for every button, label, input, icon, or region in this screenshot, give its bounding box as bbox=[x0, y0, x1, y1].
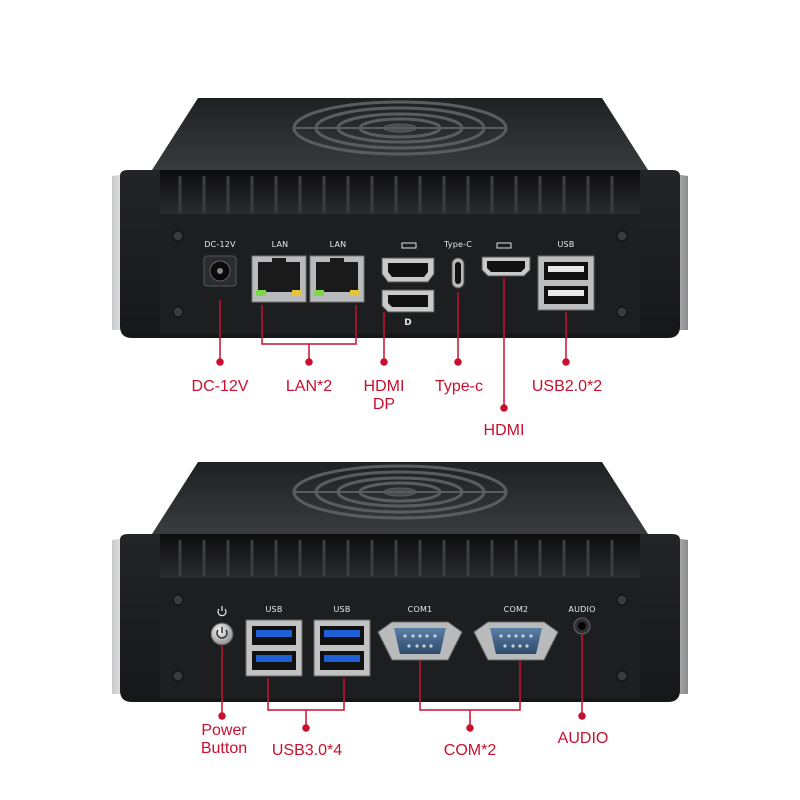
type-c-port bbox=[451, 257, 465, 289]
power-icon bbox=[216, 627, 228, 639]
bottom-callout-lines bbox=[218, 634, 586, 732]
device-top-lid bbox=[152, 98, 648, 170]
silk-dc: DC-12V bbox=[204, 240, 236, 249]
device-bottom-lid bbox=[152, 462, 648, 534]
displayport-icon: D bbox=[404, 318, 411, 328]
device-bottom-fins bbox=[160, 534, 640, 578]
silk-lan-2: LAN bbox=[329, 240, 347, 249]
callout-power-line1: Power bbox=[201, 722, 247, 739]
device-top-fins bbox=[160, 170, 640, 214]
callout-lan: LAN*2 bbox=[285, 378, 333, 395]
callout-audio: AUDIO bbox=[557, 730, 609, 747]
power-button bbox=[210, 606, 234, 646]
callout-hdmi-dp-line1: HDMI bbox=[363, 378, 405, 395]
audio-jack bbox=[573, 617, 591, 635]
callout-dc-12v: DC-12V bbox=[191, 378, 249, 395]
callout-type-c: Type-c bbox=[434, 378, 483, 395]
hdmi-small-icon bbox=[401, 242, 417, 249]
displayport-port bbox=[381, 289, 435, 313]
device-bottom bbox=[112, 462, 688, 702]
hdmi-port-upper bbox=[381, 257, 435, 283]
screw-icons bbox=[172, 594, 628, 682]
silk-usb-1: USB bbox=[265, 605, 283, 614]
silk-usb-top: USB bbox=[557, 240, 575, 249]
power-symbol-icon bbox=[217, 606, 227, 617]
callout-hdmi-dp-line2: DP bbox=[372, 396, 396, 413]
screw-icons bbox=[172, 230, 628, 318]
usb3-port-stack-1 bbox=[245, 619, 303, 677]
silk-audio: AUDIO bbox=[568, 605, 596, 614]
com-port-2 bbox=[473, 621, 559, 661]
fan-grille-icon bbox=[292, 464, 508, 520]
silk-com2: COM2 bbox=[503, 605, 529, 614]
callout-power-line2: Button bbox=[200, 740, 248, 757]
silk-lan-1: LAN bbox=[271, 240, 289, 249]
silk-com1: COM1 bbox=[407, 605, 433, 614]
device-top: D bbox=[112, 98, 688, 338]
callout-hdmi: HDMI bbox=[483, 422, 525, 439]
callout-usb3: USB3.0*4 bbox=[271, 742, 343, 759]
hdmi-port bbox=[481, 256, 531, 277]
silk-usb-2: USB bbox=[333, 605, 351, 614]
com-port-1 bbox=[377, 621, 463, 661]
dc-jack bbox=[203, 255, 237, 287]
usb2-port-stack bbox=[537, 255, 595, 311]
callout-power-button: Power Button bbox=[186, 722, 262, 758]
hdmi-label-icon bbox=[496, 242, 512, 249]
top-callout-lines bbox=[216, 278, 570, 412]
lan-port-1 bbox=[251, 255, 307, 303]
usb3-port-stack-2 bbox=[313, 619, 371, 677]
fan-grille-icon bbox=[292, 100, 508, 156]
callout-hdmi-dp: HDMI DP bbox=[354, 378, 414, 414]
callout-com: COM*2 bbox=[443, 742, 497, 759]
silk-typec: Type-C bbox=[443, 240, 473, 249]
lan-port-2 bbox=[309, 255, 365, 303]
svg-text:D: D bbox=[404, 318, 411, 328]
callout-usb2: USB2.0*2 bbox=[531, 378, 603, 395]
